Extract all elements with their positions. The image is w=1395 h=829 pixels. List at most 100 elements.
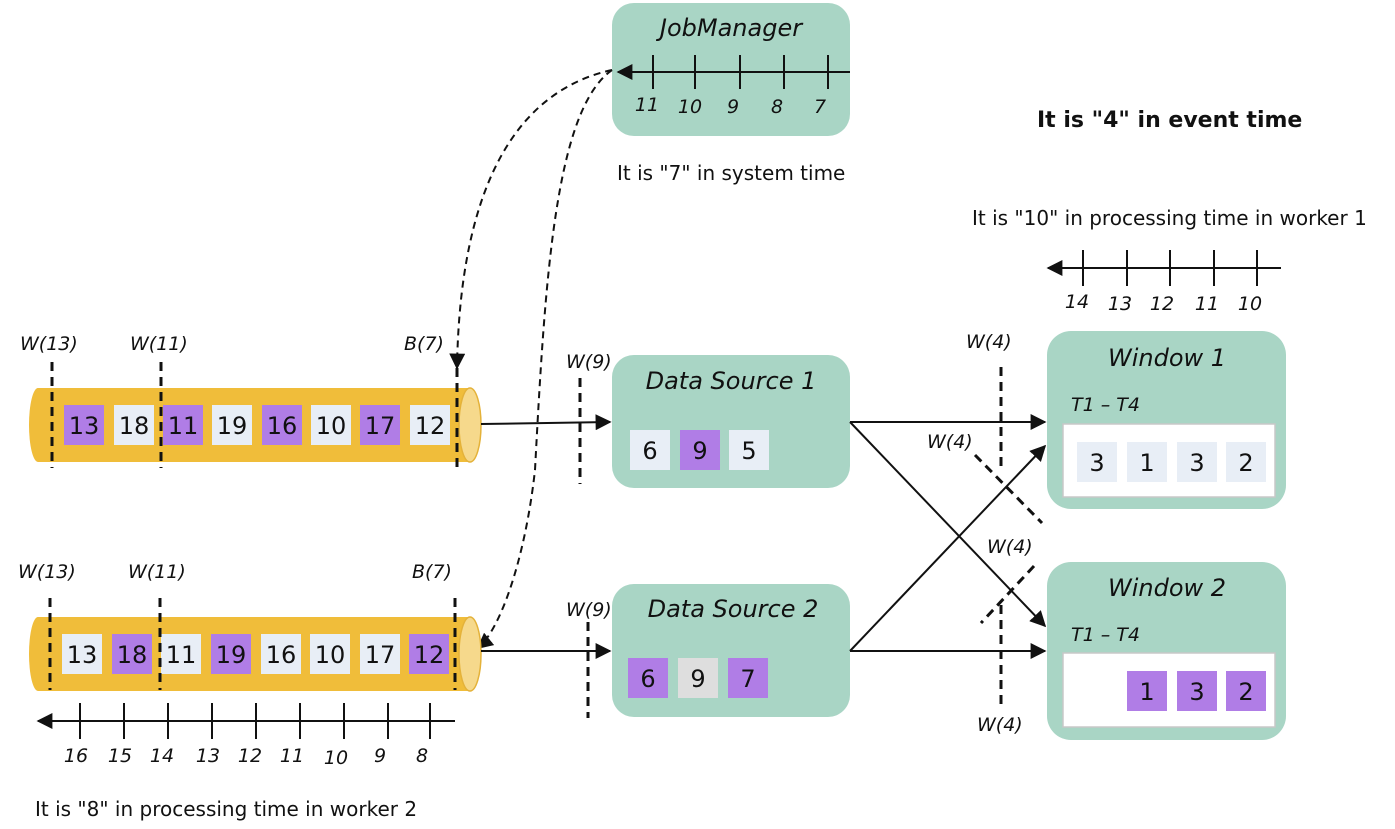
jm-tick-label: 10 — [678, 96, 702, 118]
worker2-axis: 16 15 14 13 12 11 10 9 8 — [36, 703, 455, 769]
stream-1-cell-value: 11 — [168, 412, 199, 440]
job-manager-ticks: 11 10 9 8 7 — [635, 55, 829, 118]
window-watermark-line — [979, 564, 1036, 625]
stream-2-cell-value: 18 — [117, 641, 148, 669]
window-2-cell-value: 1 — [1139, 678, 1154, 706]
w2-tick-label: 13 — [196, 745, 220, 767]
jm-tick-label: 8 — [771, 96, 783, 118]
barrier-curve-2 — [476, 69, 613, 650]
data-source-1-cell-value: 9 — [692, 437, 707, 465]
source1-watermark-label: W(9) — [566, 351, 612, 373]
job-manager: JobManager 11 10 9 8 7 — [612, 3, 850, 136]
stream-1-cell — [163, 405, 203, 445]
window-1-range: T1 – T4 — [1071, 394, 1140, 416]
data-source-2-cell — [728, 658, 768, 698]
window-1-cell — [1177, 442, 1217, 482]
window-2-cell-value: 2 — [1238, 678, 1253, 706]
jm-tick-label: 11 — [635, 94, 659, 116]
stream-1-cell — [311, 405, 351, 445]
window-1-title: Window 1 — [1108, 344, 1226, 372]
event-time-caption: It is "4" in event time — [1037, 108, 1302, 133]
stream-1-cell-value: 13 — [69, 412, 100, 440]
data-source-2-cell-value: 9 — [690, 665, 705, 693]
stream-2-cell — [409, 634, 449, 674]
stream-1-cell-value: 17 — [365, 412, 396, 440]
window-2-cell — [1177, 671, 1217, 711]
window-1-cell-value: 3 — [1089, 449, 1104, 477]
w2-tick-label: 16 — [64, 745, 88, 767]
data-source-2: Data Source 2 6 9 7 — [612, 584, 850, 717]
window-2-records: 1 3 2 — [1127, 671, 1266, 711]
stream-1-cell — [410, 405, 450, 445]
stream-2-cell — [261, 634, 301, 674]
window-2-range: T1 – T4 — [1071, 624, 1140, 646]
stream-1-cell-value: 16 — [267, 412, 298, 440]
stream-2-cell — [211, 634, 251, 674]
w2-tick-label: 11 — [280, 745, 304, 767]
stream-2-label: W(13) — [18, 561, 76, 583]
stream1-to-source1-arrow — [480, 414, 612, 431]
stream-1-label: W(13) — [20, 333, 78, 355]
w2-tick-label: 8 — [416, 745, 428, 767]
w1-tick-label: 11 — [1195, 293, 1219, 315]
w2-tick-label: 10 — [324, 747, 348, 769]
w2-tick-label: 14 — [150, 745, 174, 767]
source2-to-window1-arrow — [849, 444, 1047, 652]
data-source-2-cell — [628, 658, 668, 698]
data-source-1-cell — [680, 430, 720, 470]
source1-to-window2-arrow — [849, 421, 1047, 628]
stream-2-label: B(7) — [412, 561, 452, 583]
stream-1-cell — [114, 405, 154, 445]
data-source-2-cell — [678, 658, 718, 698]
window-1-cell-value: 2 — [1238, 449, 1253, 477]
stream-1-cell-value: 10 — [316, 412, 347, 440]
data-source-1-cell-value: 5 — [741, 437, 756, 465]
window-2-cell-value: 3 — [1189, 678, 1204, 706]
w2-tick-label: 12 — [238, 745, 262, 767]
stream-1-cell — [360, 405, 400, 445]
stream-2-label: W(11) — [128, 561, 186, 583]
stream-2-cell-value: 19 — [216, 641, 247, 669]
data-source-2-cell-value: 7 — [740, 665, 755, 693]
data-source-1-cell — [630, 430, 670, 470]
window-watermark-label: W(4) — [987, 536, 1033, 558]
stream-1-label: W(11) — [130, 333, 188, 355]
stream-2-cell-value: 10 — [315, 641, 346, 669]
w1-tick-label: 14 — [1065, 291, 1089, 313]
window-watermark-label: W(4) — [966, 331, 1012, 353]
stream-1-cell-value: 12 — [415, 412, 446, 440]
worker1-axis: 14 13 12 11 10 — [1046, 250, 1281, 315]
data-source-2-cell-value: 6 — [640, 665, 655, 693]
stream-2-cell — [112, 634, 152, 674]
stream-2-cell-value: 17 — [365, 641, 396, 669]
worker2-caption: It is "8" in processing time in worker 2 — [35, 797, 417, 821]
stream-2-cell-value: 16 — [266, 641, 297, 669]
stream-2-cell-value: 13 — [67, 641, 98, 669]
stream-1-cell — [64, 405, 104, 445]
window-watermark-label: W(4) — [927, 431, 973, 453]
stream-2-cell — [360, 634, 400, 674]
w1-tick-label: 10 — [1238, 293, 1262, 315]
w1-tick-label: 13 — [1108, 293, 1132, 315]
stream-1-cell — [212, 405, 252, 445]
job-manager-title: JobManager — [656, 14, 804, 42]
window-watermark-label: W(4) — [977, 714, 1023, 736]
stream-2-cell — [62, 634, 102, 674]
data-source-2-title: Data Source 2 — [648, 595, 819, 623]
stream-1-label: B(7) — [404, 333, 444, 355]
window-2: Window 2 T1 – T4 1 3 2 — [1047, 562, 1286, 740]
stream-1-cell-value: 18 — [119, 412, 150, 440]
stream-1-cell — [262, 405, 302, 445]
data-source-1-title: Data Source 1 — [646, 367, 817, 395]
w2-tick-label: 15 — [108, 745, 132, 767]
data-source-1-cell-value: 6 — [642, 437, 657, 465]
window-2-title: Window 2 — [1108, 574, 1226, 602]
window-2-cell — [1127, 671, 1167, 711]
window-watermark-line — [973, 453, 1044, 525]
data-source-1: Data Source 1 6 9 5 — [612, 355, 850, 488]
